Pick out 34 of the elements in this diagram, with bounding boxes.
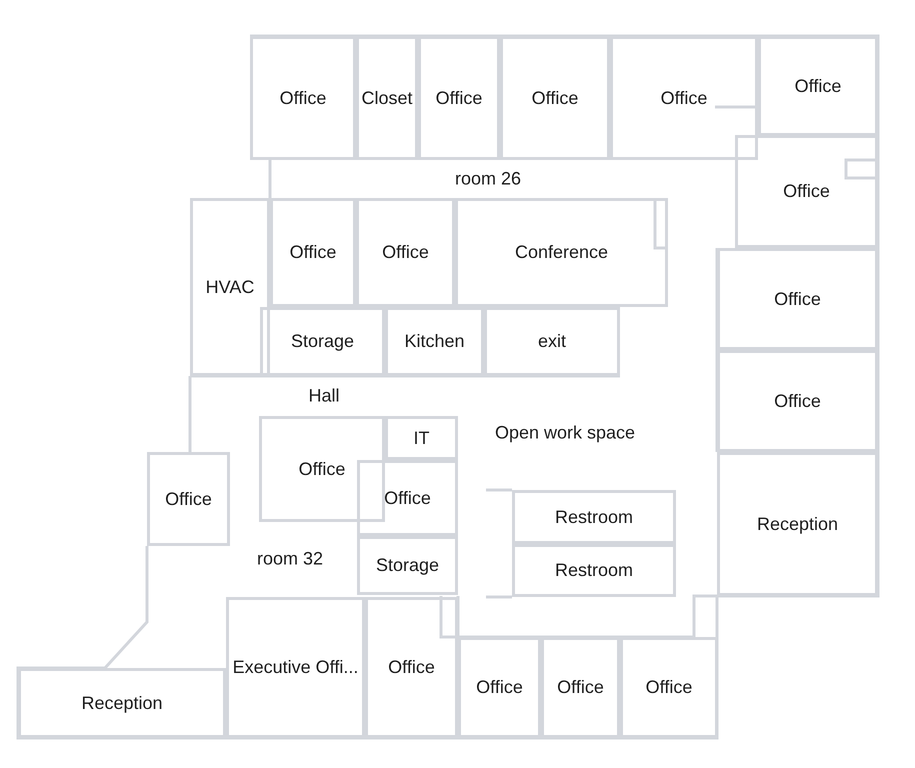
room: Office — [620, 637, 718, 738]
room: Office — [717, 248, 878, 350]
room: Office — [458, 637, 541, 738]
room: Reception — [717, 452, 878, 596]
room: Restroom — [512, 490, 676, 544]
room: Reception — [18, 668, 226, 738]
area-label: room 32 — [256, 548, 324, 570]
area-label: Hall — [308, 386, 340, 406]
room: Office — [259, 416, 385, 522]
room: Executive Offi... — [226, 597, 365, 738]
room: Office — [500, 36, 610, 160]
room: Closet — [356, 36, 418, 160]
room: Storage — [260, 307, 385, 376]
room: Kitchen — [385, 307, 484, 376]
room: Office — [610, 36, 758, 160]
area-label: Open work space — [494, 422, 636, 444]
room: Office — [147, 452, 230, 546]
room: IT — [385, 416, 458, 460]
area-label: room 26 — [454, 168, 522, 190]
room: Office — [541, 637, 620, 738]
room: Office — [270, 198, 356, 307]
room: Office — [365, 597, 458, 738]
room: Office — [735, 135, 878, 248]
room: Office — [250, 36, 356, 160]
room: exit — [484, 307, 620, 376]
room: Office — [356, 198, 455, 307]
room: Office — [717, 350, 878, 452]
room: Conference — [455, 198, 668, 307]
room: Office — [418, 36, 500, 160]
room: HVAC — [190, 198, 270, 376]
room: Office — [758, 36, 878, 136]
room: Storage — [357, 536, 458, 595]
room: Office — [357, 460, 458, 536]
room: Restroom — [512, 544, 676, 597]
